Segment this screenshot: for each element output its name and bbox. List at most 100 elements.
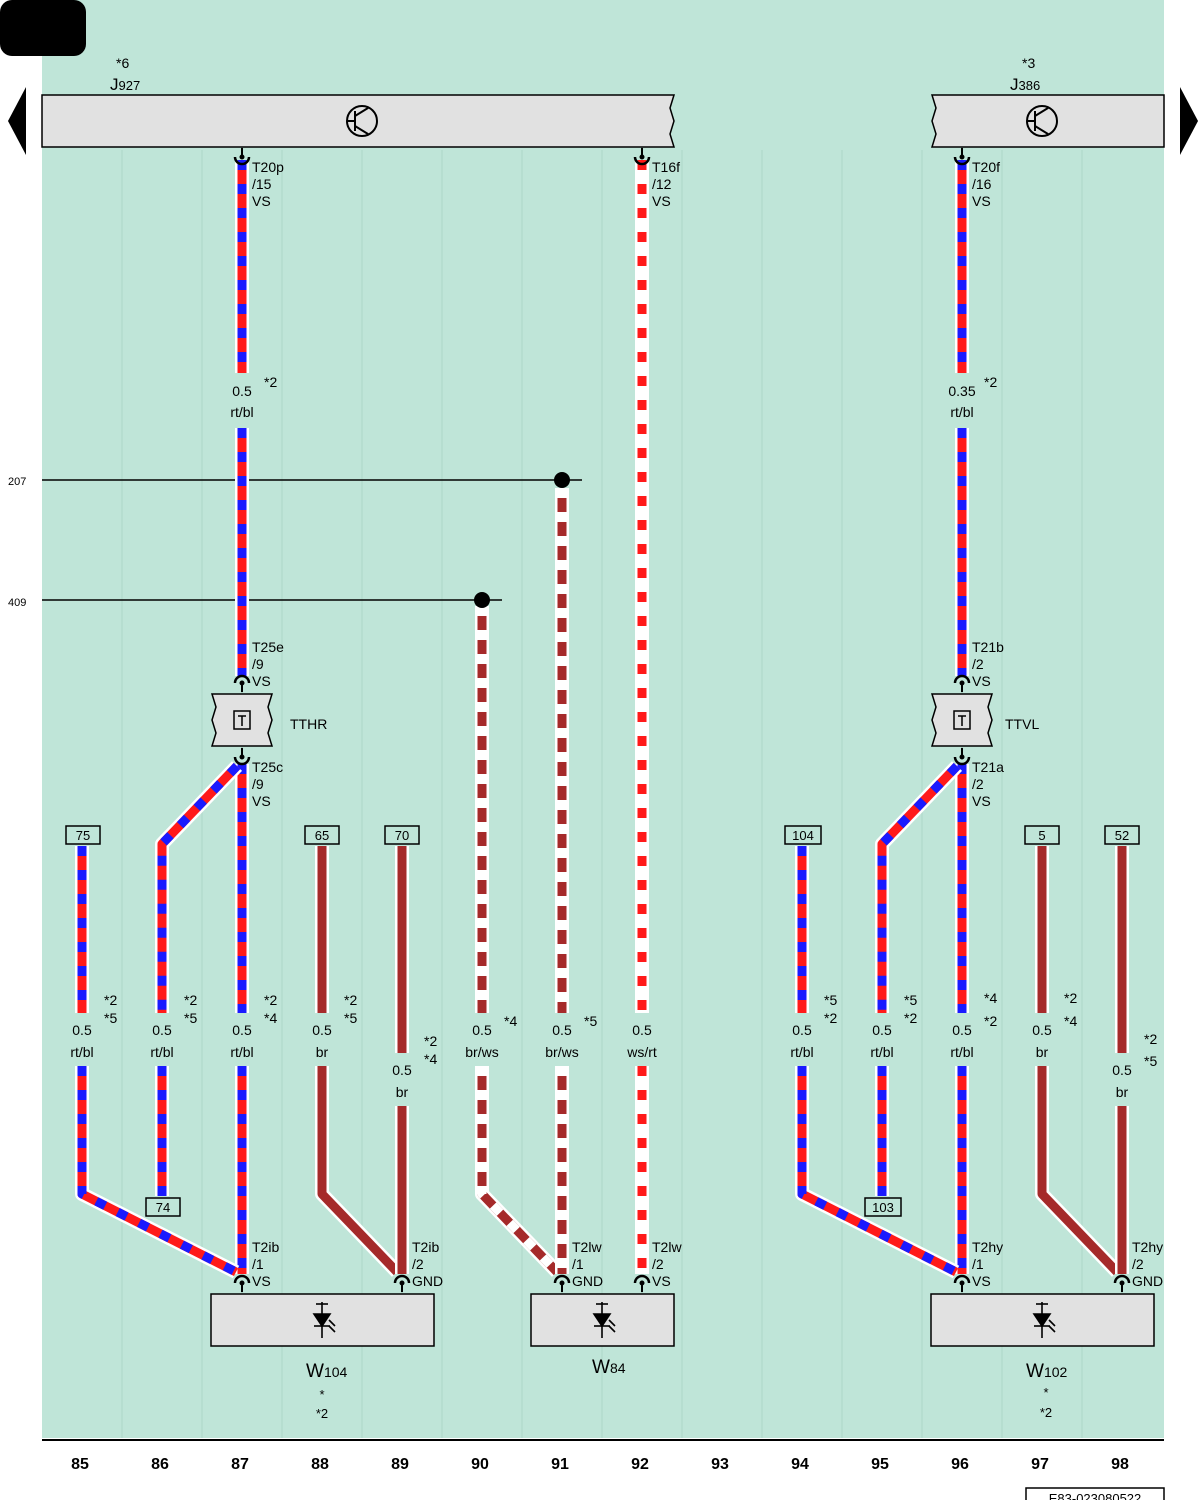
- connector-pin-icon: [553, 1274, 571, 1293]
- svg-text:rt/bl: rt/bl: [950, 1044, 973, 1060]
- svg-text:5: 5: [1038, 828, 1045, 843]
- svg-text:0.35: 0.35: [948, 383, 975, 399]
- svg-text:0.5: 0.5: [552, 1022, 572, 1038]
- svg-text:/2: /2: [1132, 1256, 1144, 1272]
- arrow-right-icon[interactable]: [1180, 87, 1198, 155]
- connector-pin-icon: [633, 147, 651, 166]
- connector-label: T2lw /1 GND: [572, 1239, 603, 1289]
- svg-text:0.5: 0.5: [312, 1022, 332, 1038]
- svg-text:br/ws: br/ws: [545, 1044, 578, 1060]
- unit-j927-note: *6: [116, 55, 129, 71]
- arrow-left-icon[interactable]: [8, 87, 26, 155]
- svg-text:T2ib: T2ib: [412, 1239, 439, 1255]
- svg-text:/1: /1: [572, 1256, 584, 1272]
- svg-text:rt/bl: rt/bl: [70, 1044, 93, 1060]
- wire-spec: 0.5 br/ws *5: [545, 1013, 597, 1060]
- connector-pin-icon: [633, 1274, 651, 1293]
- connector-pin-icon: [233, 674, 251, 693]
- svg-text:/2: /2: [412, 1256, 424, 1272]
- svg-text:VS: VS: [252, 1273, 271, 1289]
- wire-spec: 0.5 br *2 *4: [392, 1033, 437, 1100]
- svg-text:75: 75: [76, 828, 90, 843]
- svg-text:0.5: 0.5: [792, 1022, 812, 1038]
- wire-rt-bl: [795, 1066, 960, 1279]
- wire-rt-bl: [875, 761, 963, 1013]
- wire-spec: 0.5 rt/bl *5 *2: [870, 992, 917, 1060]
- svg-text:0.5: 0.5: [952, 1022, 972, 1038]
- component-w102: W102 * *2: [930, 1293, 1155, 1420]
- wire-spec: 0.5 br *2 *4: [1032, 990, 1077, 1060]
- svg-text:*: *: [319, 1387, 324, 1402]
- component-w104: W104 * *2: [210, 1293, 435, 1421]
- connector-label: T2hy /1 VS: [972, 1239, 1003, 1289]
- svg-text:T20p: T20p: [252, 159, 284, 175]
- svg-text:*5: *5: [104, 1010, 117, 1026]
- coupler-tthr-label: TTHR: [290, 716, 327, 732]
- connector-label: T25c /9 VS: [252, 759, 283, 809]
- svg-text:/12: /12: [652, 176, 672, 192]
- connector-label: T2ib /2 GND: [412, 1239, 443, 1289]
- svg-text:T25c: T25c: [252, 759, 283, 775]
- xref-box[interactable]: 75: [65, 825, 101, 845]
- xref-box[interactable]: 70: [384, 825, 420, 845]
- svg-text:0.5: 0.5: [632, 1022, 652, 1038]
- xref-box[interactable]: 103: [864, 1197, 902, 1217]
- svg-text:70: 70: [395, 828, 409, 843]
- svg-text:65: 65: [315, 828, 329, 843]
- connector-pin-icon: [1113, 1274, 1131, 1293]
- svg-text:/2: /2: [972, 776, 984, 792]
- xref-box[interactable]: 52: [1104, 825, 1140, 845]
- xref-box[interactable]: 74: [145, 1197, 181, 1217]
- svg-text:0.5: 0.5: [152, 1022, 172, 1038]
- junction-dot: [474, 592, 490, 608]
- xref-box[interactable]: 65: [304, 825, 340, 845]
- wires: [75, 160, 1129, 1279]
- track-number: 88: [311, 1456, 329, 1473]
- svg-text:*5: *5: [184, 1010, 197, 1026]
- svg-text:*2: *2: [264, 992, 277, 1008]
- connector-label: T21b /2 VS: [972, 639, 1004, 689]
- xref-box[interactable]: 5: [1024, 825, 1060, 845]
- svg-text:VS: VS: [252, 673, 271, 689]
- wire-spec: 0.5 rt/bl *2 *4: [230, 992, 277, 1060]
- coupler-icon: [953, 710, 971, 730]
- svg-text:T2ib: T2ib: [252, 1239, 279, 1255]
- svg-text:0.5: 0.5: [1112, 1062, 1132, 1078]
- wire-spec: 0.5 br *2 *5: [312, 992, 357, 1060]
- svg-text:br: br: [1036, 1044, 1049, 1060]
- track-number: 87: [231, 1456, 249, 1473]
- svg-text:74: 74: [156, 1200, 170, 1215]
- diagram-id: E83-023080522: [1025, 1487, 1165, 1500]
- track-number: 86: [151, 1456, 169, 1473]
- svg-text:VS: VS: [652, 193, 671, 209]
- track-number: 85: [71, 1456, 89, 1473]
- svg-text:104: 104: [792, 828, 814, 843]
- svg-text:GND: GND: [1132, 1273, 1163, 1289]
- svg-text:T21a: T21a: [972, 759, 1004, 775]
- svg-text:*5: *5: [824, 992, 837, 1008]
- transistor-icon: [346, 105, 378, 137]
- track-number: 97: [1031, 1456, 1049, 1473]
- svg-text:0.5: 0.5: [72, 1022, 92, 1038]
- track-number: 92: [631, 1456, 649, 1473]
- wire-spec: 0.35 rt/bl *2: [948, 374, 997, 420]
- svg-text:0.5: 0.5: [872, 1022, 892, 1038]
- track-number: 90: [471, 1456, 489, 1473]
- svg-text:*2: *2: [344, 992, 357, 1008]
- connector-label: T2ib /1 VS: [252, 1239, 279, 1289]
- svg-text:*4: *4: [984, 990, 997, 1006]
- svg-text:*2: *2: [904, 1010, 917, 1026]
- svg-text:/2: /2: [972, 656, 984, 672]
- wire-br: [1035, 1066, 1123, 1277]
- wire-br: [315, 1066, 403, 1277]
- unit-j386-label: J386: [1010, 75, 1040, 94]
- connector-label: T21a /2 VS: [972, 759, 1004, 809]
- wire-br-ws: [475, 1066, 563, 1277]
- svg-text:GND: GND: [572, 1273, 603, 1289]
- connector-pin-icon: [953, 1274, 971, 1293]
- xref-box[interactable]: 104: [784, 825, 822, 845]
- track-number: 98: [1111, 1456, 1129, 1473]
- svg-text:*5: *5: [1144, 1053, 1157, 1069]
- ref-label-409: 409: [8, 597, 26, 609]
- connector-label: T2lw /2 VS: [652, 1239, 682, 1289]
